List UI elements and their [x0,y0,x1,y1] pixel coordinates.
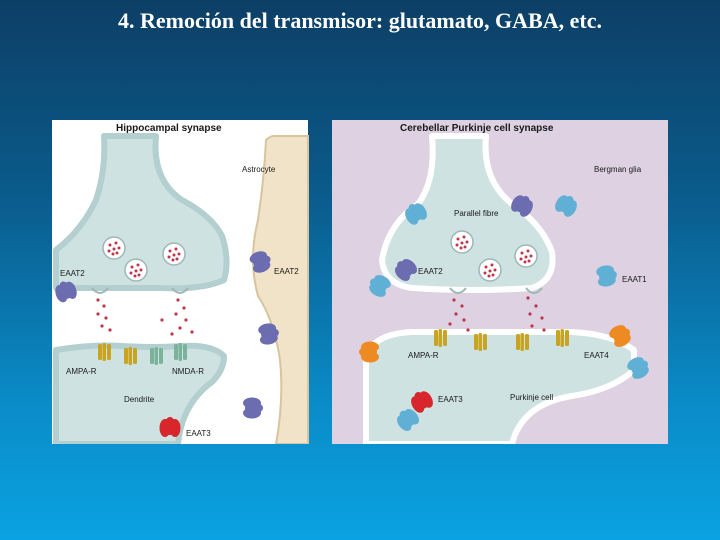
ampa-right-label: AMPA-R [408,351,439,360]
eaat4-label: EAAT4 [584,351,609,360]
left-panel [52,120,309,444]
eaat3-right-label: EAAT3 [438,395,463,404]
nmda-label: NMDA-R [172,367,204,376]
eaat2-right-label: EAAT2 [274,267,299,276]
eaat3-transporter [159,417,181,437]
synapse-figure: Hippocampal synapse Cerebellar Purkinje … [52,120,668,444]
ampa-label: AMPA-R [66,367,97,376]
ampa-receptor [98,343,111,361]
eaat2-left-label: EAAT2 [60,269,85,278]
nmda-receptor [150,347,163,365]
eaat1-label: EAAT1 [622,275,647,284]
left-panel-title: Hippocampal synapse [116,123,222,134]
slide-title: 4. Remoción del transmisor: glutamato, G… [118,8,602,33]
parallel-fibre-label: Parallel fibre [454,209,499,218]
glutamate-dots-left [96,298,194,336]
right-panel [332,120,668,444]
purkinje-cell-label: Purkinje cell [510,393,553,402]
ampa-receptor-right [434,329,447,347]
glutamate-dots-right [448,296,546,332]
astrocyte-label: Astrocyte [242,165,276,174]
eaat2-right-panel-label: EAAT2 [418,267,443,276]
eaat4-transporter [359,341,379,363]
right-panel-title: Cerebellar Purkinje cell synapse [400,123,554,134]
dendrite-label: Dendrite [124,395,155,404]
bergman-glia-label: Bergman glia [594,165,642,174]
eaat3-label: EAAT3 [186,429,211,438]
dendrite-left [53,342,227,444]
